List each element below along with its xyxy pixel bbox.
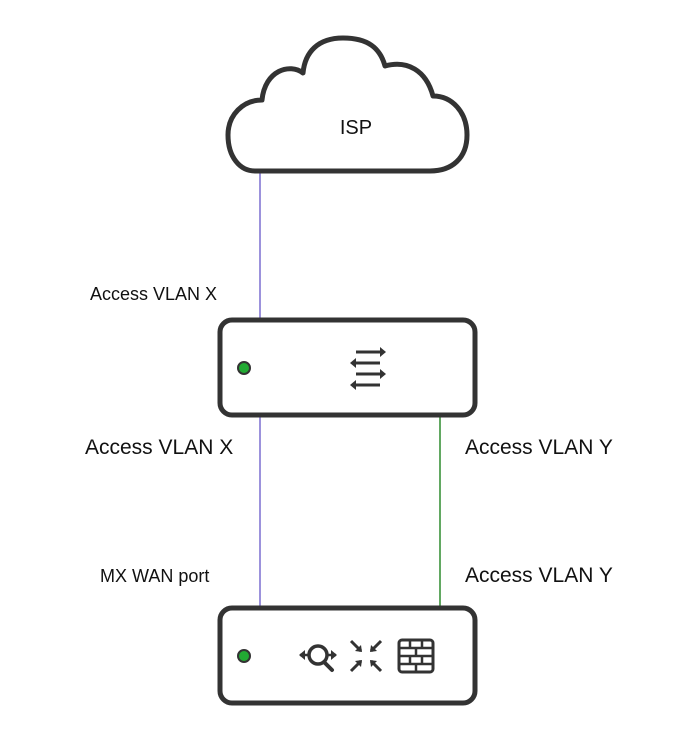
mx-chassis [217, 605, 478, 706]
magnify-arrows-icon [299, 644, 337, 672]
switch-right-link-label: Access VLAN Y [465, 436, 613, 459]
isp-link-label: Access VLAN X [90, 284, 217, 304]
mx-status-led [237, 649, 251, 663]
switch-status-led [237, 361, 251, 375]
compress-arrows-icon [349, 639, 383, 673]
mx-device [217, 605, 478, 706]
firewall-icon [397, 638, 435, 674]
isp-cloud: ISP [225, 35, 470, 174]
switch-chassis [217, 317, 478, 418]
isp-label: ISP [340, 117, 372, 139]
cloud-icon [225, 35, 470, 174]
switch-left-link-label: Access VLAN X [85, 436, 233, 459]
switch-device [217, 317, 478, 418]
switch-arrows-icon [350, 347, 386, 390]
mx-wan-port-label: MX WAN port [100, 566, 209, 586]
mx-right-link-label: Access VLAN Y [465, 564, 613, 587]
